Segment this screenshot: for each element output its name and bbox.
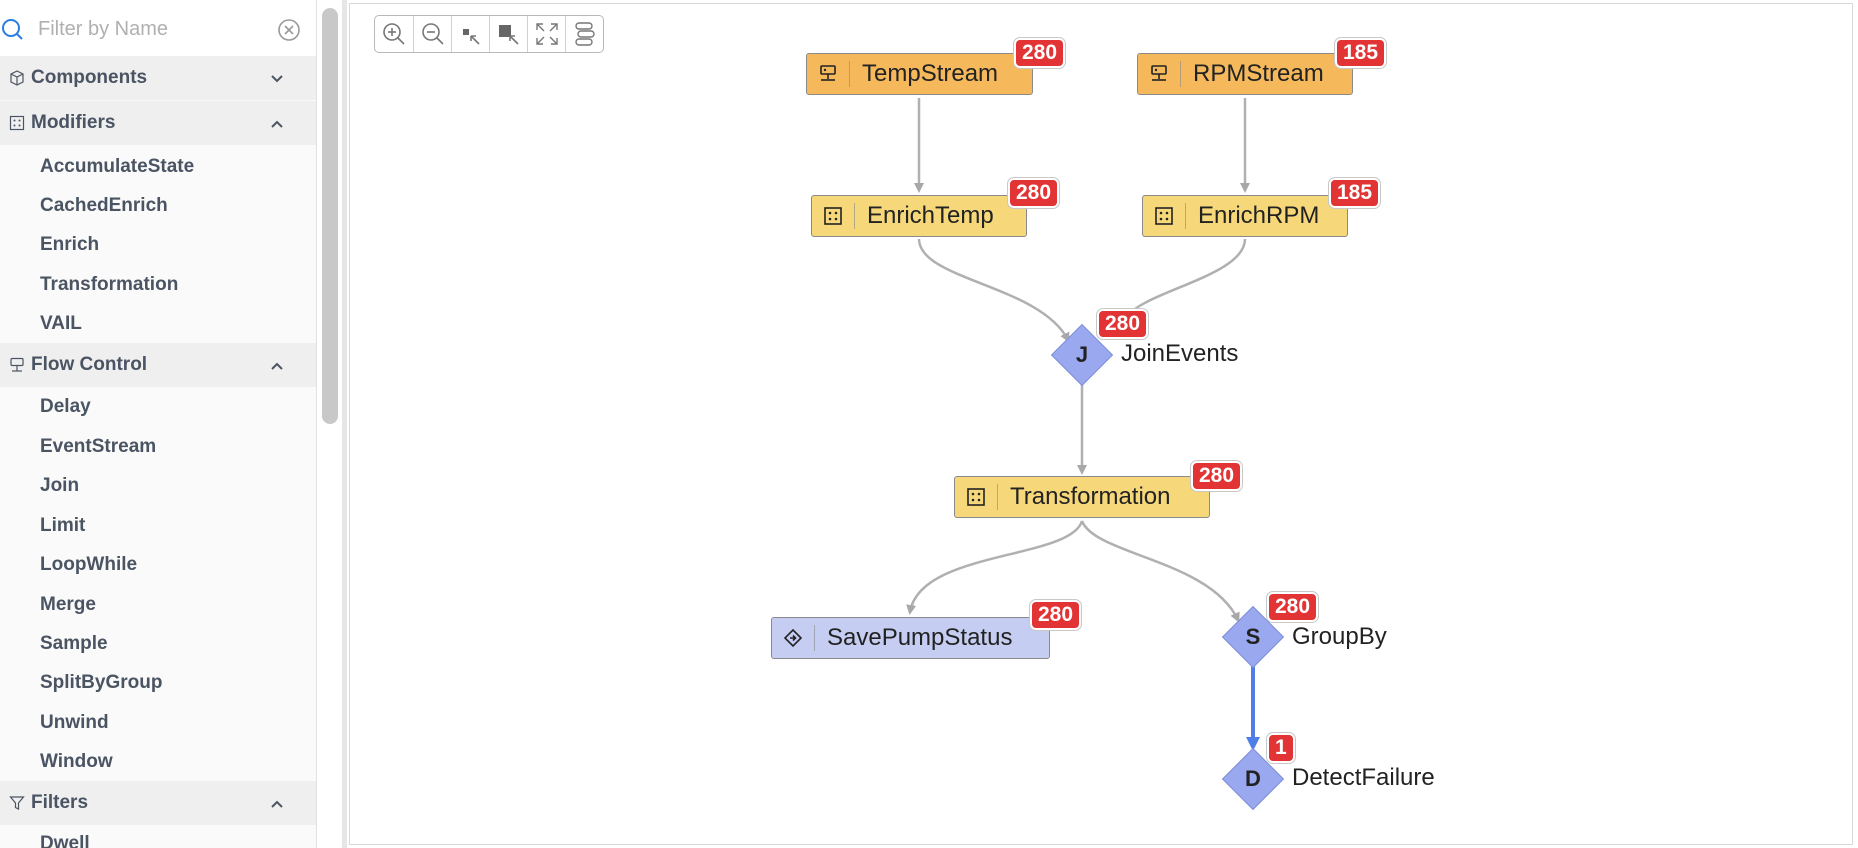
filter-input[interactable] [36, 12, 270, 46]
expand-node-button[interactable] [489, 16, 527, 52]
auto-layout-button[interactable] [565, 16, 603, 52]
node-label: JoinEvents [1121, 340, 1239, 367]
modifier-icon [9, 115, 25, 131]
event-stream-icon [820, 65, 836, 81]
collapse-node-icon [462, 29, 480, 45]
palette-item-enrich[interactable]: Enrich [40, 234, 100, 255]
node-enrichtemp[interactable]: EnrichTemp [811, 195, 1027, 237]
node-label: EnrichTemp [867, 202, 994, 229]
chevron-down-icon[interactable] [268, 70, 286, 88]
event-count-badge: 280 [1095, 308, 1150, 340]
collapse-node-button[interactable] [451, 16, 489, 52]
filter-icon [9, 796, 25, 810]
palette-item-window[interactable]: Window [40, 751, 113, 772]
node-label: Transformation [1010, 483, 1171, 510]
sidebar-scrollbar[interactable] [322, 8, 338, 424]
chevron-up-icon[interactable] [268, 795, 286, 813]
palette-item-accumulatestate[interactable]: AccumulateState [40, 156, 195, 177]
palette-item-join[interactable]: Join [40, 475, 80, 496]
section-label: Filters [31, 792, 89, 813]
search-icon [2, 19, 23, 40]
event-count-badge: 280 [1028, 599, 1083, 631]
palette-item-dwell[interactable]: Dwell [40, 833, 90, 848]
node-letter: J [1075, 342, 1089, 367]
palette-item-eventstream[interactable]: EventStream [40, 436, 157, 457]
clear-filter-icon[interactable] [277, 18, 301, 42]
palette-item-limit[interactable]: Limit [40, 515, 86, 536]
node-enrichrpm[interactable]: EnrichRPM [1142, 195, 1348, 237]
event-count-badge: 1 [1266, 732, 1296, 764]
event-count-badge: 185 [1327, 177, 1382, 209]
modifier-icon [824, 207, 842, 225]
modifier-icon [967, 488, 985, 506]
graph-canvas[interactable] [349, 3, 1853, 845]
modifier-icon [1155, 207, 1173, 225]
graph-toolbar [374, 15, 604, 53]
filter-bar [0, 0, 316, 57]
resize-handle[interactable] [342, 0, 347, 848]
zoom-in-icon [383, 23, 405, 45]
zoom-out-button[interactable] [413, 16, 451, 52]
palette-item-vail[interactable]: VAIL [40, 313, 82, 334]
node-label: RPMStream [1193, 60, 1324, 87]
palette-item-merge[interactable]: Merge [40, 594, 96, 615]
node-tempstream[interactable]: TempStream [806, 53, 1033, 95]
node-letter: D [1245, 766, 1261, 791]
fit-screen-icon [535, 23, 558, 45]
node-label: EnrichRPM [1198, 202, 1320, 229]
sink-icon [783, 628, 803, 648]
palette-item-transformation[interactable]: Transformation [40, 274, 179, 295]
section-modifiers-header[interactable]: Modifiers [0, 101, 316, 145]
palette-item-delay[interactable]: Delay [40, 396, 91, 417]
section-components-header[interactable]: Components [0, 56, 316, 100]
section-flow-control-header[interactable]: Flow Control [0, 343, 316, 387]
event-count-badge: 280 [1006, 177, 1061, 209]
node-label: SavePumpStatus [827, 624, 1013, 651]
node-label: GroupBy [1292, 623, 1387, 650]
event-count-badge: 280 [1265, 591, 1320, 623]
event-stream-icon [1151, 65, 1167, 81]
chevron-up-icon[interactable] [268, 357, 286, 375]
event-count-badge: 185 [1333, 37, 1388, 69]
auto-layout-icon [574, 22, 595, 46]
palette-sidebar: Components Modifiers AccumulateState Cac… [0, 0, 317, 848]
event-count-badge: 280 [1189, 460, 1244, 492]
section-label: Modifiers [31, 112, 116, 133]
palette-item-sample[interactable]: Sample [40, 633, 108, 654]
node-transformation[interactable]: Transformation [954, 476, 1210, 518]
node-savepumpstatus[interactable]: SavePumpStatus [771, 617, 1050, 659]
cube-icon [10, 70, 24, 86]
section-filters-header[interactable]: Filters [0, 781, 316, 825]
node-label: DetectFailure [1292, 764, 1435, 791]
node-letter: S [1245, 624, 1261, 649]
zoom-out-icon [421, 23, 444, 45]
chevron-up-icon[interactable] [268, 115, 286, 133]
fit-screen-button[interactable] [527, 16, 565, 52]
palette-item-splitbygroup[interactable]: SplitByGroup [40, 672, 163, 693]
event-count-badge: 280 [1012, 37, 1067, 69]
node-rpmstream[interactable]: RPMStream [1137, 53, 1353, 95]
expand-node-icon [498, 25, 519, 45]
palette-item-unwind[interactable]: Unwind [40, 712, 109, 733]
flow-control-icon [10, 357, 24, 372]
section-label: Flow Control [31, 354, 148, 375]
node-label: TempStream [862, 60, 999, 87]
palette-item-loopwhile[interactable]: LoopWhile [40, 554, 138, 575]
palette-item-cachedenrich[interactable]: CachedEnrich [40, 195, 168, 216]
zoom-in-button[interactable] [375, 16, 413, 52]
section-label: Components [31, 67, 148, 88]
